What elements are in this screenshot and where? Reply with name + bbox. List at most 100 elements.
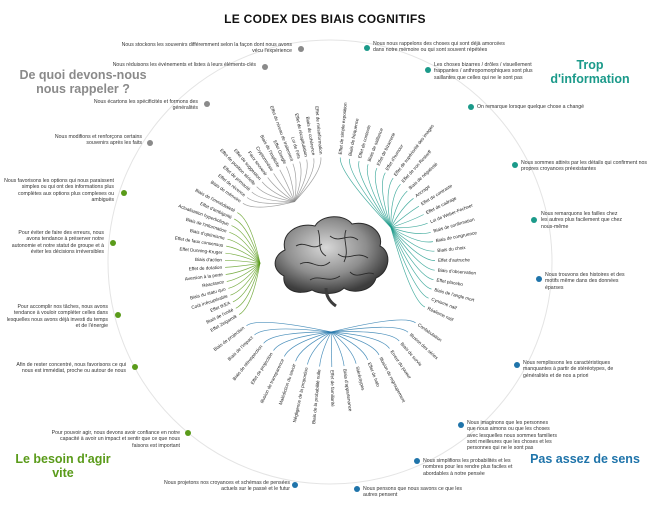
bias-connector bbox=[294, 158, 315, 202]
bias-label: Biais du choix bbox=[437, 245, 466, 253]
bias-connector bbox=[339, 157, 392, 228]
bias-connector bbox=[246, 321, 332, 333]
bias-label: Effet de familiarité bbox=[330, 370, 336, 407]
bias-connector bbox=[267, 177, 295, 202]
quadrant-title-information: Trop d'information bbox=[550, 58, 630, 86]
bias-connector bbox=[294, 161, 302, 202]
bias-connector bbox=[226, 262, 261, 282]
bias-connector bbox=[294, 159, 308, 202]
bias-connector bbox=[330, 331, 357, 364]
bias-connector bbox=[390, 190, 408, 228]
bias-connector bbox=[251, 191, 295, 203]
bias-label: Effet placebo bbox=[436, 277, 464, 287]
category-act-4: Afin de rester concentré, nous favorison… bbox=[16, 362, 126, 375]
bias-label: Biais d'appartenance bbox=[342, 369, 353, 412]
category-dot bbox=[292, 482, 298, 488]
bias-connector bbox=[331, 331, 380, 356]
bias-connector bbox=[246, 197, 295, 204]
bias-label: Effet de simple exposition bbox=[338, 102, 348, 155]
category-act-1: Nous favorisons les options qui nous par… bbox=[4, 178, 114, 203]
category-dot bbox=[531, 217, 537, 223]
category-dot bbox=[262, 64, 268, 70]
bias-connector bbox=[307, 331, 332, 365]
quadrant-title-act: Le besoin d'agir vite bbox=[15, 452, 111, 480]
bias-label: Effet de mésinformation bbox=[314, 106, 323, 155]
category-act-5: Pour pouvoir agir, nous devons avoir con… bbox=[51, 430, 180, 449]
bias-connector bbox=[390, 227, 435, 271]
category-information-2: Les choses bizarres / drôles / visuellem… bbox=[434, 62, 533, 81]
bias-connector bbox=[331, 331, 369, 361]
category-remember-3: Nous écartons les spécificités et formon… bbox=[93, 99, 198, 112]
bias-connector bbox=[225, 252, 261, 264]
bias-label: Biais de la probabilité nulle bbox=[311, 369, 321, 424]
quadrant-title-remember: De quoi devons-nous nous rappeler ? bbox=[19, 68, 147, 96]
bias-connector bbox=[273, 331, 332, 351]
bias-connector bbox=[227, 238, 261, 264]
bias-connector bbox=[225, 262, 261, 268]
bias-connector bbox=[238, 263, 261, 315]
category-dot bbox=[425, 67, 431, 73]
bias-label: Effet de dotation bbox=[189, 265, 223, 272]
bias-label: Réactance bbox=[202, 279, 225, 288]
bias-connector bbox=[382, 172, 392, 228]
category-meaning-6: Nous projetons nos croyances et schémas … bbox=[163, 480, 290, 493]
bias-connector bbox=[331, 331, 390, 349]
category-dot bbox=[185, 430, 191, 436]
category-meaning-2: Nous remplissons les caractéristiques ma… bbox=[523, 360, 614, 379]
bias-label: Malédiction du savoir bbox=[278, 363, 297, 406]
bias-label: Effet de halo bbox=[367, 362, 381, 388]
bias-label: Stéréotypes bbox=[355, 366, 366, 392]
category-act-2: Pour éviter de faire des erreurs, nous a… bbox=[11, 230, 104, 255]
bias-connector bbox=[225, 262, 261, 275]
bias-connector bbox=[224, 259, 261, 264]
bias-connector bbox=[390, 205, 420, 228]
bias-connector bbox=[279, 169, 295, 202]
bias-connector bbox=[390, 227, 426, 308]
bias-connector bbox=[390, 227, 434, 243]
bias-label: Biais d'observation bbox=[438, 268, 477, 276]
bias-connector bbox=[232, 263, 261, 303]
bias-connector bbox=[235, 263, 261, 309]
bias-connector bbox=[242, 201, 295, 208]
category-information-1: Nous nous rappelons des choses qui sont … bbox=[373, 41, 505, 54]
bias-connector bbox=[261, 181, 295, 203]
bias-connector bbox=[273, 173, 295, 202]
bias-connector bbox=[226, 245, 261, 264]
category-dot bbox=[298, 46, 304, 52]
page-title: LE CODEX DES BIAIS COGNITIFS bbox=[224, 12, 426, 26]
category-information-3: On remarque lorsque quelque chose a chan… bbox=[477, 104, 584, 110]
bias-connector bbox=[229, 231, 261, 264]
bias-connector bbox=[390, 227, 436, 261]
category-act-3: Pour accomplir nos tâches, nous avons te… bbox=[6, 304, 108, 329]
bias-label: Loi de Fitts bbox=[290, 136, 301, 160]
bias-label: Biais de fréquence bbox=[348, 118, 360, 157]
bias-connector bbox=[263, 331, 332, 344]
bias-connector bbox=[231, 225, 261, 264]
bias-label: Biais d'action bbox=[195, 257, 222, 262]
bias-connector bbox=[283, 331, 332, 357]
bias-connector bbox=[295, 331, 332, 362]
bias-connector bbox=[331, 319, 416, 333]
category-meaning-5: Nous pensons que nous savons ce que les … bbox=[363, 486, 462, 499]
bias-connector bbox=[390, 227, 434, 281]
category-remember-2: Nous réduisons les événements et listes … bbox=[112, 62, 256, 68]
category-dot bbox=[458, 422, 464, 428]
category-meaning-1: Nous trouvons des histoires et des motif… bbox=[545, 272, 625, 291]
bias-connector bbox=[390, 214, 424, 228]
bias-label: Négligence de la proportion bbox=[292, 366, 309, 422]
bias-connector bbox=[390, 222, 428, 229]
category-dot bbox=[354, 486, 360, 492]
category-information-4: Nous sommes attirés par les détails qui … bbox=[521, 160, 647, 173]
bias-connector bbox=[256, 186, 295, 203]
category-remember-4: Nous modifions et renforçons certains so… bbox=[54, 134, 142, 147]
bias-label: Aversion à la perte bbox=[185, 272, 224, 282]
bias-connector bbox=[390, 227, 429, 299]
bias-label: Effet Dunning-Kruger bbox=[179, 247, 223, 256]
bias-label: Biais de congruence bbox=[435, 230, 477, 243]
category-dot bbox=[468, 104, 474, 110]
bias-connector bbox=[230, 263, 261, 296]
category-meaning-4: Nous simplifions les probabilités et les… bbox=[423, 458, 513, 477]
category-dot bbox=[364, 45, 370, 51]
